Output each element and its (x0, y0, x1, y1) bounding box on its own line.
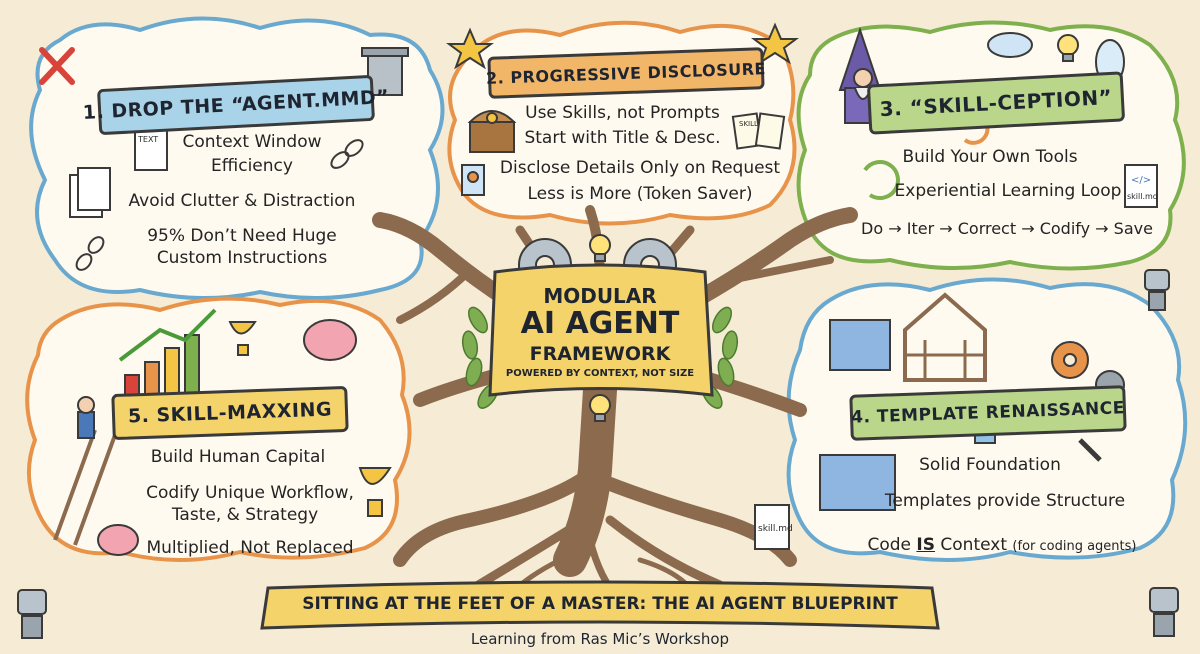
panel2-item-4: Less is More (Token Saver) (527, 184, 753, 204)
panel1-item-3: Avoid Clutter & Distraction (128, 191, 356, 211)
panel1-item-5: Custom Instructions (156, 248, 328, 268)
panel3-item-2: Experiential Learning Loop (894, 181, 1122, 201)
lightbulb-icons (589, 34, 1079, 422)
footer-subtitle: Learning from Ras Mic’s Workshop (470, 630, 730, 648)
panel3-file-glyph: </> (1131, 175, 1152, 186)
trunk-file-label: skill.md (758, 524, 793, 534)
panel4-code-post: Context (935, 535, 1008, 555)
center-line3: FRAMEWORK (529, 343, 671, 365)
panel1-decor (39, 47, 409, 271)
robot-icons (17, 269, 1179, 639)
center-line1: MODULAR (543, 284, 657, 308)
panel3-item-1: Build Your Own Tools (902, 147, 1078, 167)
center-line2: AI AGENT (520, 306, 680, 341)
panel1-item-2: Efficiency (211, 156, 293, 176)
panel5-item-3: Taste, & Strategy (171, 505, 319, 525)
panel1-doc-label: TEXT (138, 135, 159, 144)
center-banner (488, 263, 714, 397)
panel5-item-1: Build Human Capital (150, 447, 326, 467)
panel5-item-4: Multiplied, Not Replaced (146, 538, 354, 558)
panel2-decor (446, 22, 799, 196)
panel3-item-3: Do → Iter → Correct → Codify → Save (861, 219, 1153, 238)
panel5-decor (53, 308, 392, 556)
panel4-code-note: (for coding agents) (1012, 539, 1137, 554)
panel2-item-2: Start with Title & Desc. (524, 128, 721, 148)
panel4-item-1: Solid Foundation (919, 455, 1061, 475)
panel5-title: 5. SKILL-MAXXING (111, 385, 349, 441)
panel4-code-line: Code IS Context (for coding agents) (842, 535, 1162, 555)
panel4-code-pre: Code (867, 535, 917, 555)
panel4-item-2: Templates provide Structure (884, 491, 1126, 511)
trunk-file-icon (754, 504, 790, 550)
panel2-card-label: SKILL (739, 120, 758, 128)
center-tagline: POWERED BY CONTEXT, NOT SIZE (505, 368, 695, 379)
panel2-item-1: Use Skills, not Prompts (525, 103, 720, 123)
panel1-item-4: 95% Don’t Need Huge (147, 226, 337, 246)
laurel-wreath (461, 306, 739, 409)
footer-banner (260, 580, 940, 630)
panel4-code-is: IS (916, 535, 935, 555)
panel2-item-3: Disclose Details Only on Request (499, 158, 781, 178)
panel5-item-2: Codify Unique Workflow, (146, 483, 354, 503)
panel1-item-1: Context Window (182, 132, 322, 152)
footer-title: SITTING AT THE FEET OF A MASTER: THE AI … (302, 594, 898, 614)
panel4-title: 4. TEMPLATE RENAISSANCE (849, 385, 1127, 441)
panel3-file-label: skill.md (1127, 192, 1158, 201)
